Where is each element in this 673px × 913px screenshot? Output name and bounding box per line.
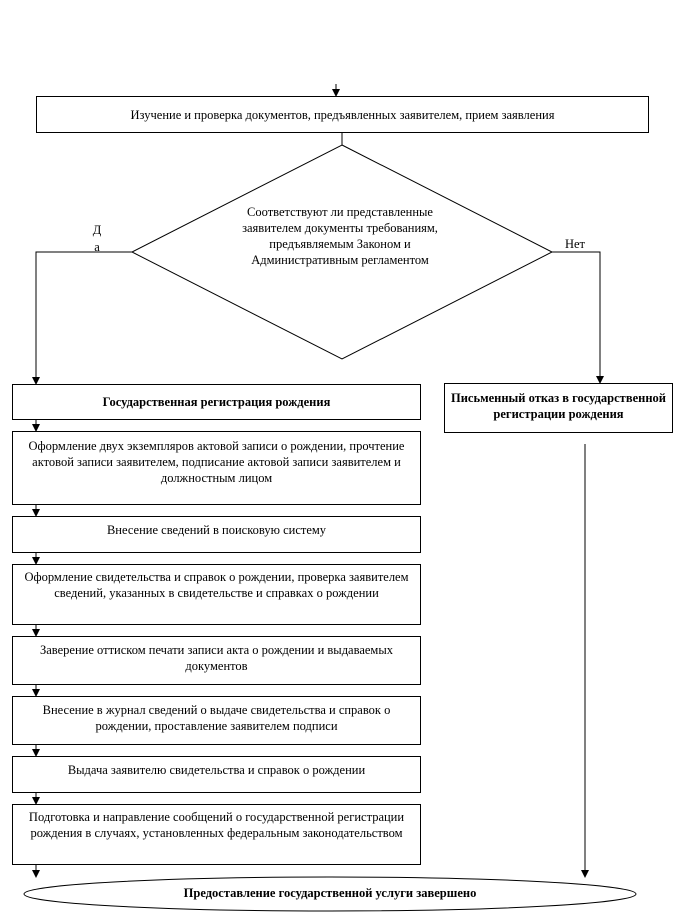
step-box: Внесение в журнал сведений о выдаче свид… [12, 696, 421, 745]
step-text: Подготовка и направление сообщений о гос… [28, 810, 405, 840]
registration-title-box: Государственная регистрация рождения [12, 384, 421, 420]
step-box: Оформление двух экземпляров актовой запи… [12, 431, 421, 505]
yes-label: Да [92, 223, 102, 254]
no-arrow [552, 251, 604, 384]
step-text: Заверение оттиском печати записи акта о … [39, 643, 393, 673]
step-text: Внесение сведений в поисковую систему [106, 523, 327, 537]
end-ellipse [23, 876, 637, 912]
step-box: Выдача заявителю свидетельства и справок… [12, 756, 421, 793]
step-text: Выдача заявителю свидетельства и справок… [67, 763, 366, 777]
step-box: Оформление свидетельства и справок о рож… [12, 564, 421, 625]
end-step-text: Предоставление государственной услуги за… [183, 885, 477, 900]
step-box: Подготовка и направление сообщений о гос… [12, 804, 421, 865]
refusal-text: Письменный отказ в государственной регис… [451, 391, 666, 421]
registration-title: Государственная регистрация рождения [102, 395, 331, 409]
yes-arrow [32, 251, 132, 385]
start-step-box: Изучение и проверка документов, предъявл… [36, 96, 649, 133]
no-label: Нет [564, 237, 586, 251]
step-text: Оформление двух экземпляров актовой запи… [28, 439, 405, 485]
decision-diamond [130, 144, 554, 360]
refusal-box: Письменный отказ в государственной регис… [444, 383, 673, 433]
decision-text: Соответствуют ли представленные заявител… [242, 205, 438, 267]
step-text: Внесение в журнал сведений о выдаче свид… [42, 703, 391, 733]
step-text: Оформление свидетельства и справок о рож… [24, 570, 409, 600]
step-box: Внесение сведений в поисковую систему [12, 516, 421, 553]
start-step-text: Изучение и проверка документов, предъявл… [130, 107, 555, 122]
step-box: Заверение оттиском печати записи акта о … [12, 636, 421, 685]
